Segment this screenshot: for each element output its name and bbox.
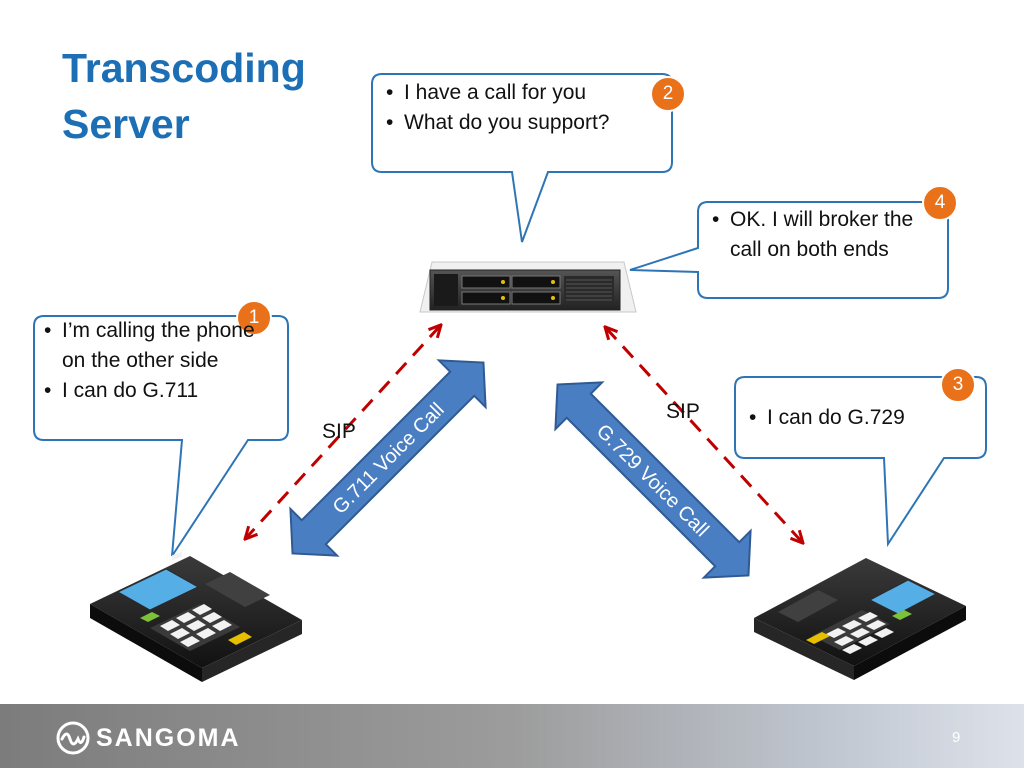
- step-badge-2-label: 2: [662, 83, 674, 104]
- slide-title-line-2: Server: [62, 101, 190, 147]
- voice-arrow-left: G.711 Voice Call: [289, 359, 487, 557]
- voice-label-left: G.711 Voice Call: [329, 399, 449, 519]
- bubble-server-broker-text: OK. I will broker the call on both ends: [710, 205, 926, 265]
- bubble-callee-item-1: I can do G.729: [747, 403, 967, 433]
- bubble-caller-item-1: I’m calling the phone on the other side: [42, 316, 268, 376]
- footer-brand-name: SANGOMA: [96, 724, 241, 752]
- voice-label-right: G.729 Voice Call: [592, 420, 713, 541]
- sip-label-right: SIP: [666, 400, 700, 423]
- step-badge-3: [940, 367, 976, 403]
- phone-icon-left: [90, 551, 302, 682]
- bubble-server-query-item-2: What do you support?: [384, 108, 642, 138]
- sip-label-left: SIP: [322, 420, 356, 443]
- bubble-server-query-text: I have a call for you What do you suppor…: [384, 78, 642, 138]
- bubble-caller-item-2: I can do G.711: [42, 376, 268, 406]
- sangoma-logo-icon: [56, 721, 90, 755]
- footer-bar: SANGOMA 9: [0, 704, 1024, 768]
- step-badge-2: [650, 76, 686, 112]
- step-badge-4: [922, 185, 958, 221]
- step-badge-1-label: 1: [248, 307, 260, 328]
- step-badge-3-label: 3: [952, 374, 964, 395]
- server-icon: [419, 261, 637, 313]
- bubble-server-query-item-1: I have a call for you: [384, 78, 642, 108]
- step-badge-4-label: 4: [934, 192, 946, 213]
- page-number: 9: [952, 729, 961, 746]
- bubble-callee-text: I can do G.729: [747, 403, 967, 433]
- slide-title-line-1: Transcoding: [62, 45, 306, 91]
- bubble-server-broker-item-1: OK. I will broker the call on both ends: [710, 205, 926, 265]
- phone-icon-right: [754, 558, 966, 680]
- sip-link-left: [246, 326, 440, 538]
- bubble-caller-text: I’m calling the phone on the other side …: [42, 316, 268, 406]
